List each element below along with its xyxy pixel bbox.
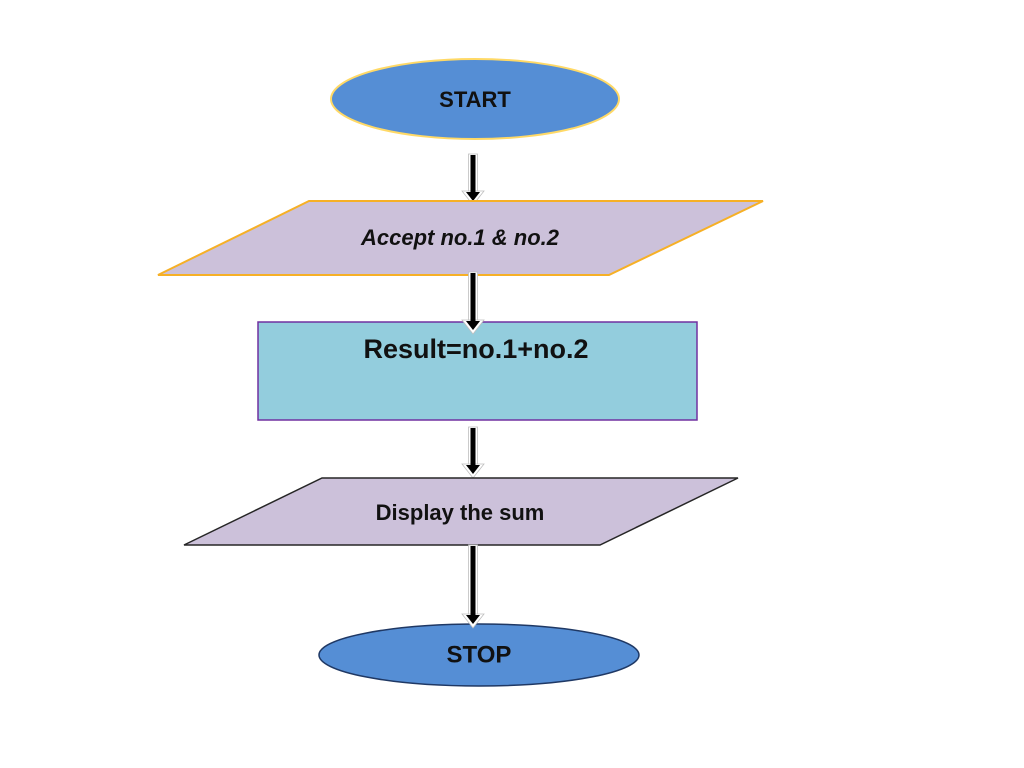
- process-label: Result=no.1+no.2: [363, 334, 588, 364]
- arrow-head: [466, 465, 480, 474]
- start-ellipse: [330, 58, 620, 140]
- arrow-shaft: [470, 273, 476, 322]
- output-label: Display the sum: [376, 500, 545, 525]
- stop-node: STOP: [318, 623, 640, 687]
- stop-label: STOP: [447, 641, 512, 668]
- arrow-head: [466, 321, 480, 330]
- input-node: Accept no.1 & no.2: [157, 200, 764, 276]
- stop-ellipse: [318, 623, 640, 687]
- arrow-shaft: [470, 428, 476, 466]
- output-node: Display the sum: [183, 477, 739, 546]
- arrow-start-to-input: [461, 153, 485, 206]
- arrow-process-to-output: [461, 426, 485, 479]
- start-node: START: [330, 58, 620, 140]
- arrow-shaft: [470, 546, 476, 616]
- output-parallelogram: [183, 477, 739, 546]
- arrow-input-to-process: [461, 271, 485, 335]
- arrow-output-to-stop: [461, 544, 485, 629]
- arrow-head: [466, 192, 480, 201]
- arrow-shaft: [470, 155, 476, 193]
- start-label: START: [439, 87, 511, 112]
- input-label: Accept no.1 & no.2: [360, 225, 560, 250]
- process-node: Result=no.1+no.2: [257, 321, 698, 421]
- input-parallelogram: [157, 200, 764, 276]
- process-rectangle: [257, 321, 698, 421]
- arrow-head: [466, 615, 480, 624]
